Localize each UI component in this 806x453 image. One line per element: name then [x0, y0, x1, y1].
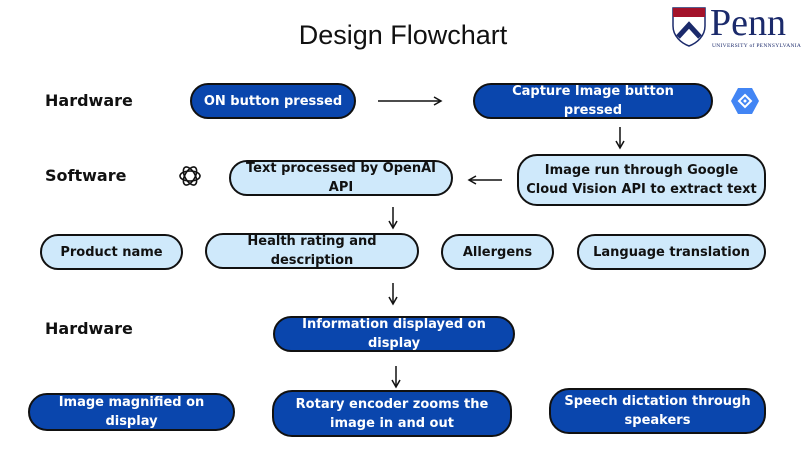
google-cloud-vision-icon — [731, 88, 759, 114]
node-magnified: Image magnified on display — [28, 393, 235, 431]
penn-shield-icon — [672, 7, 706, 47]
node-language: Language translation — [577, 234, 766, 270]
section-label-hardware: Hardware — [45, 91, 133, 110]
penn-logo: Penn UNIVERSITY of PENNSYLVANIA — [672, 2, 802, 51]
section-label-hardware-2: Hardware — [45, 319, 133, 338]
node-on-button: ON button pressed — [190, 83, 356, 119]
node-info-displayed: Information displayed on display — [273, 316, 515, 352]
node-health: Health rating and description — [205, 233, 419, 269]
logo-name: Penn — [710, 2, 786, 44]
arrow-down-icon — [615, 127, 625, 150]
arrow-left-icon — [467, 175, 502, 185]
page-title: Design Flowchart — [298, 20, 508, 50]
node-openai: Text processed by OpenAI API — [229, 160, 453, 196]
node-allergens: Allergens — [441, 234, 554, 270]
arrow-down-icon — [388, 207, 398, 230]
node-speech: Speech dictation through speakers — [549, 388, 766, 434]
node-product-name: Product name — [40, 234, 183, 270]
node-capture: Capture Image button pressed — [473, 83, 713, 119]
node-rotary: Rotary encoder zooms the image in and ou… — [272, 390, 512, 437]
arrow-down-icon — [391, 366, 401, 389]
openai-icon — [179, 166, 201, 186]
arrow-right-icon — [378, 96, 443, 106]
node-vision: Image run through Google Cloud Vision AP… — [517, 154, 766, 206]
arrow-down-icon — [388, 283, 398, 306]
section-label-software: Software — [45, 166, 127, 185]
logo-subtitle: UNIVERSITY of PENNSYLVANIA — [712, 43, 802, 49]
